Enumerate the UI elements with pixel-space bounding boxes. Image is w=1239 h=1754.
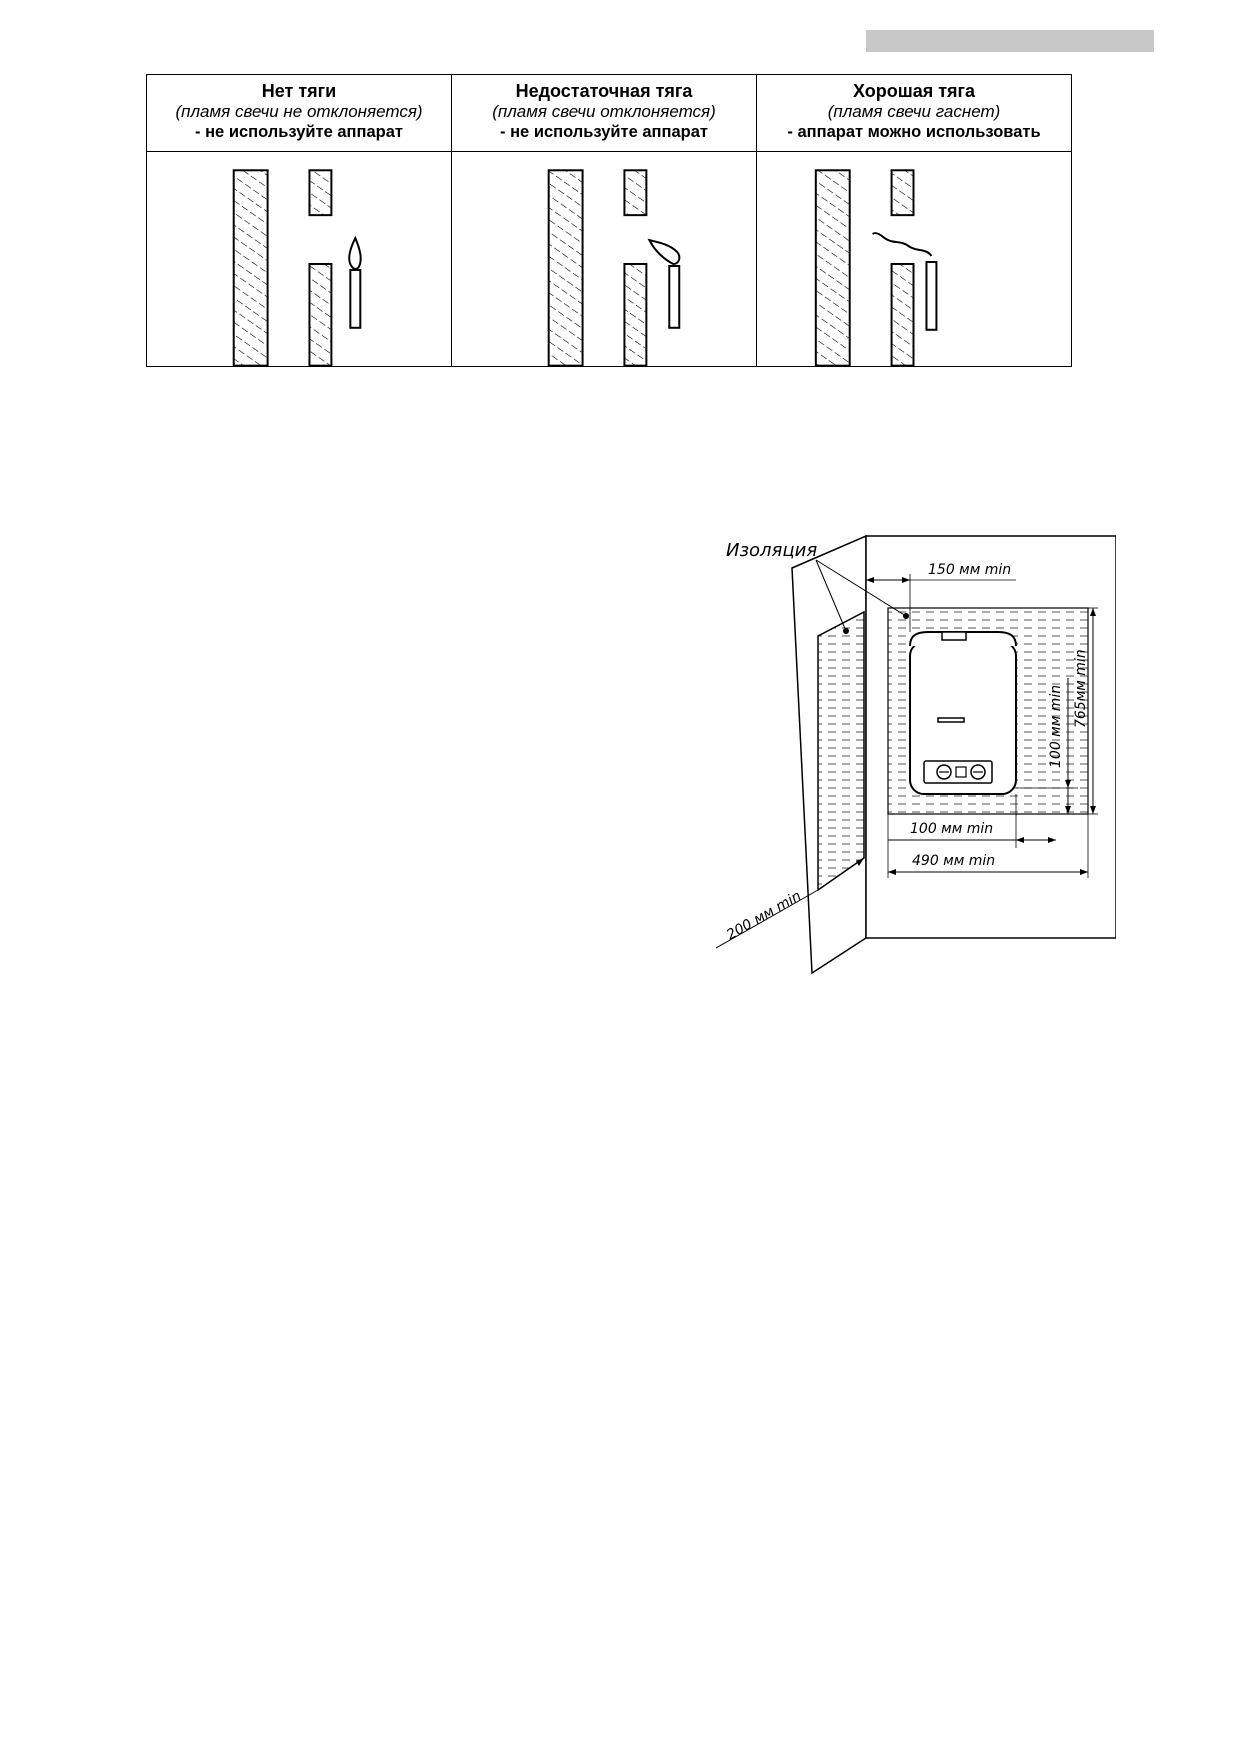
chimney-candle-upright-illustration (232, 169, 362, 366)
column-note: (пламя свечи гаснет) (827, 102, 1001, 121)
dim-side-gap: 150 мм min (928, 562, 1011, 578)
dim-bottom-width: 100 мм min (910, 821, 993, 837)
water-heater-icon (909, 631, 1017, 795)
insulation-label: Изоляция (726, 540, 817, 561)
chimney-candle-deflected-illustration (547, 169, 681, 366)
illustration-no-draft (146, 151, 452, 367)
header-bar (866, 30, 1154, 52)
column-note: (пламя свечи отклоняется) (492, 102, 716, 121)
column-no-draft: Нет тяги (пламя свечи не отклоняется) - … (146, 74, 452, 152)
column-advice: - не используйте аппарат (195, 123, 403, 141)
column-title: Недостаточная тяга (515, 81, 693, 101)
column-weak-draft: Недостаточная тяга (пламя свечи отклоняе… (451, 74, 757, 152)
draft-check-table: Нет тяги (пламя свечи не отклоняется) - … (146, 74, 1072, 367)
dim-total-width: 490 мм min (912, 853, 995, 869)
column-advice: - не используйте аппарат (500, 123, 708, 141)
column-advice: - аппарат можно использовать (787, 123, 1041, 141)
chimney-candle-extinguished-illustration (814, 169, 938, 366)
dim-wall-distance: 200 мм min (724, 888, 804, 943)
illustration-good-draft (756, 151, 1072, 367)
dim-bottom-gap: 100 мм min (1048, 685, 1064, 768)
column-note: (пламя свечи не отклоняется) (175, 102, 423, 121)
illustration-weak-draft (451, 151, 757, 367)
column-good-draft: Хорошая тяга (пламя свечи гаснет) - аппа… (756, 74, 1072, 152)
column-title: Хорошая тяга (852, 81, 976, 101)
column-title: Нет тяги (261, 81, 337, 101)
heater-installation-diagram: Изоляция 150 мм min 765мм min 100 мм min… (716, 534, 1116, 975)
side-insulation (817, 610, 865, 892)
dim-top-height: 765мм min (1073, 649, 1089, 728)
